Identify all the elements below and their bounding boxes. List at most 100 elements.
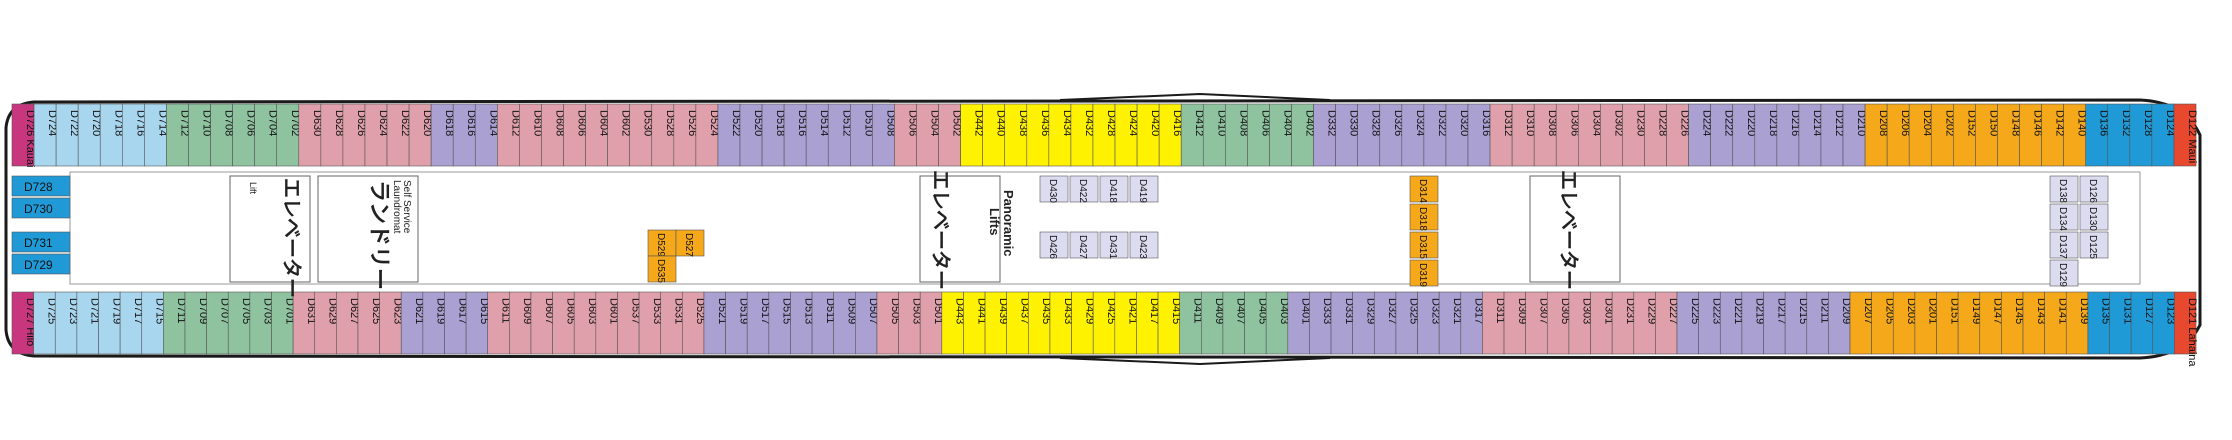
cabin-cell[interactable]: D311 [1482,291,1506,355]
cabin-cell[interactable]: D723 [54,291,79,355]
cabin-cell[interactable]: D719 [98,291,122,355]
cabin-cell[interactable]: D608 [541,103,565,167]
cabin-cell[interactable]: D522 [717,103,742,167]
aft-cabin[interactable]: D731 [11,231,71,253]
cabin-cell[interactable]: D421 [1114,291,1139,355]
cabin-cell[interactable]: D718 [99,103,124,167]
inner-cabin[interactable]: D129 [2049,259,2079,287]
cabin-cell[interactable]: D425 [1092,291,1117,355]
inner-cabin[interactable]: D535 [647,255,677,283]
cabin-cell[interactable]: D501 [919,291,944,355]
cabin-cell[interactable]: D614 [474,103,499,167]
cabin-cell[interactable]: D521 [703,291,728,355]
cabin-cell[interactable]: D327 [1373,291,1398,355]
cabin-cell[interactable]: D626 [342,103,367,167]
cabin-cell[interactable]: D530 [629,103,654,167]
inner-cabin[interactable]: D427 [1069,231,1099,259]
cabin-cell[interactable]: D514 [805,103,830,167]
cabin-cell[interactable]: D141 [2044,291,2069,355]
cabin-cell[interactable]: D706 [232,103,257,167]
cabin-cell[interactable]: D720 [77,103,102,167]
cabin-cell[interactable]: D325 [1395,291,1420,355]
cabin-cell[interactable]: D151 [1936,291,1961,355]
cabin-cell[interactable]: D420 [1136,103,1161,167]
cabin-cell[interactable]: D322 [1423,103,1448,167]
cabin-cell[interactable]: D435 [1028,291,1052,355]
cabin-cell[interactable]: D531 [660,291,685,355]
cabin-cell[interactable]: D140 [2063,103,2088,167]
inner-cabin[interactable]: D125 [2079,231,2109,259]
cabin-cell[interactable]: D628 [320,103,345,167]
cabin-cell[interactable]: D416 [1158,103,1183,167]
inner-cabin[interactable]: D419 [1129,175,1159,203]
inner-cabin[interactable]: D126 [2079,175,2109,203]
cabin-cell[interactable]: D409 [1201,291,1225,355]
cabin-cell[interactable]: D429 [1071,291,1096,355]
cabin-cell[interactable]: D149 [1957,291,1982,355]
cabin-cell[interactable]: D504 [916,103,941,167]
cabin-cell[interactable]: D537 [617,291,641,355]
cabin-cell[interactable]: D615 [465,291,490,355]
cabin-cell[interactable]: D602 [607,103,632,167]
cabin-cell[interactable]: D216 [1776,103,1801,167]
cabin-cell[interactable]: D709 [184,291,209,355]
cabin-cell[interactable]: D331 [1330,291,1355,355]
cabin-cell[interactable]: D218 [1754,103,1779,167]
cabin-cell[interactable]: D212 [1820,103,1845,167]
cabin-cell[interactable]: D508 [872,103,896,167]
cabin-cell[interactable]: D207 [1849,291,1874,355]
cabin-cell[interactable]: D328 [1357,103,1382,167]
cabin-cell[interactable]: D142 [2041,103,2066,167]
inner-cabin[interactable]: D315 [1409,231,1439,259]
cabin-cell[interactable]: D437 [1006,291,1031,355]
cabin-cell[interactable]: D440 [982,103,1007,167]
cabin-cell[interactable]: D609 [509,291,533,355]
cabin-cell[interactable]: D727 Hilo [11,291,36,355]
cabin-cell[interactable]: D136 [2085,103,2110,167]
cabin-cell[interactable]: D333 [1309,291,1333,355]
cabin-cell[interactable]: D715 [141,291,166,355]
aft-cabin[interactable]: D730 [11,197,71,219]
cabin-cell[interactable]: D231 [1611,291,1636,355]
cabin-cell[interactable]: D411 [1179,291,1204,355]
inner-cabin[interactable]: D314 [1409,175,1439,203]
cabin-cell[interactable]: D428 [1092,103,1117,167]
cabin-cell[interactable]: D222 [1710,103,1735,167]
inner-cabin[interactable]: D319 [1409,259,1439,287]
cabin-cell[interactable]: D139 [2065,291,2090,355]
cabin-cell[interactable]: D210 [1842,103,1867,167]
cabin-cell[interactable]: D627 [336,291,360,355]
cabin-cell[interactable]: D516 [783,103,808,167]
cabin-cell[interactable]: D132 [2107,103,2132,167]
cabin-cell[interactable]: D511 [811,291,836,355]
cabin-cell[interactable]: D308 [1533,103,1558,167]
cabin-cell[interactable]: D524 [695,103,720,167]
cabin-cell[interactable]: D323 [1417,291,1442,355]
cabin-cell[interactable]: D223 [1698,291,1723,355]
cabin-cell[interactable]: D505 [876,291,901,355]
cabin-cell[interactable]: D122 Maui [2173,103,2198,167]
cabin-cell[interactable]: D630 [298,103,323,167]
cabin-cell[interactable]: D417 [1136,291,1160,355]
cabin-cell[interactable]: D131 [2109,291,2134,355]
cabin-cell[interactable]: D503 [898,291,923,355]
cabin-cell[interactable]: D224 [1688,103,1713,167]
cabin-cell[interactable]: D303 [1568,291,1593,355]
inner-cabin[interactable]: D318 [1409,203,1439,231]
cabin-cell[interactable]: D407 [1222,291,1247,355]
inner-cabin[interactable]: D134 [2049,203,2079,231]
inner-cabin[interactable]: D137 [2049,231,2079,259]
cabin-cell[interactable]: D321 [1438,291,1463,355]
cabin-cell[interactable]: D721 [76,291,101,355]
cabin-cell[interactable]: D301 [1590,291,1615,355]
inner-cabin[interactable]: D423 [1129,231,1159,259]
cabin-cell[interactable]: D229 [1633,291,1658,355]
cabin-cell[interactable]: D726 Kauai [11,103,36,168]
cabin-cell[interactable]: D631 [292,291,317,355]
cabin-cell[interactable]: D415 [1157,291,1182,355]
cabin-cell[interactable]: D127 [2130,291,2155,355]
inner-cabin[interactable]: D422 [1069,175,1099,203]
cabin-cell[interactable]: D209 [1828,291,1852,355]
cabin-cell[interactable]: D145 [2001,291,2025,355]
cabin-cell[interactable]: D520 [739,103,764,167]
